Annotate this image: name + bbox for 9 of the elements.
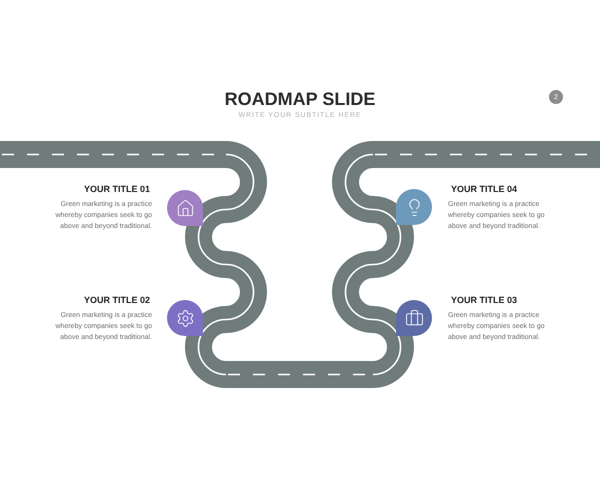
- lightbulb-icon: [396, 189, 432, 225]
- house-icon: [167, 190, 203, 226]
- briefcase-icon: [396, 300, 432, 336]
- slide-title: ROADMAP SLIDE: [224, 88, 376, 110]
- item-title: YOUR TITLE 04: [450, 183, 518, 195]
- item-title: YOUR TITLE 03: [450, 294, 518, 306]
- item-title: YOUR TITLE 01: [82, 183, 151, 195]
- item-title: YOUR TITLE 02: [82, 294, 151, 306]
- gear-icon: [167, 300, 203, 336]
